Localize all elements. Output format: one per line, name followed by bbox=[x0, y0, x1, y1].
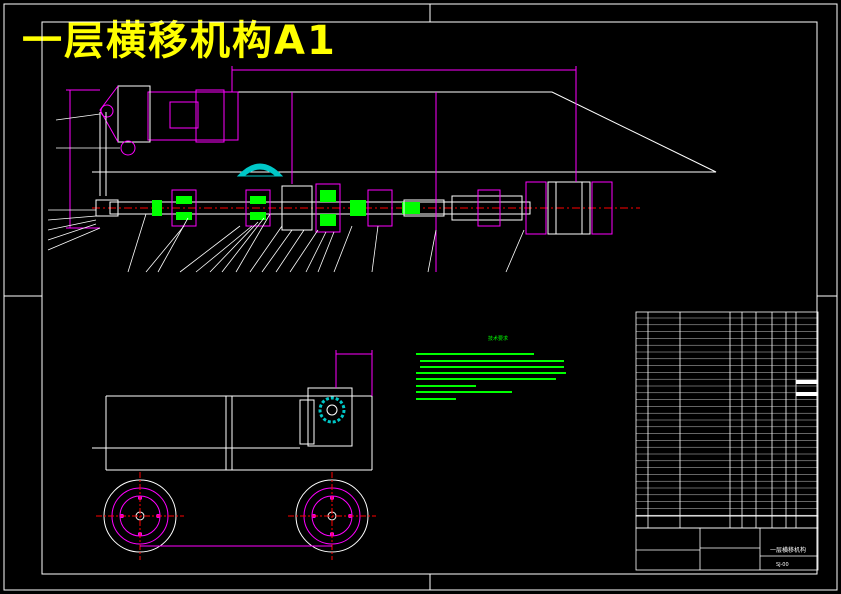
outer-border bbox=[3, 3, 838, 591]
part-leader-lines bbox=[47, 113, 525, 273]
technical-requirements: 技术要求 bbox=[416, 335, 566, 400]
tech-requirements-heading: 技术要求 bbox=[488, 335, 508, 342]
title-block-sheet-name: 一层横移机构 bbox=[770, 546, 806, 554]
parts-list-rows bbox=[636, 317, 818, 516]
main-shaft-assembly bbox=[92, 181, 640, 235]
motor-reducer-assembly bbox=[92, 85, 717, 196]
top-dimensions bbox=[66, 66, 577, 272]
side-view-wheels bbox=[96, 472, 376, 560]
frame-center-marks bbox=[4, 4, 837, 590]
drawing-title: 一层横移机构A1 bbox=[22, 18, 337, 64]
chain-sprocket-gear bbox=[236, 163, 284, 177]
inner-frame bbox=[41, 21, 818, 575]
side-view-sprocket bbox=[318, 396, 346, 424]
side-view-frame bbox=[92, 387, 373, 471]
side-view-dimensions bbox=[140, 350, 373, 547]
title-block bbox=[635, 527, 819, 571]
title-block-drawing-number: SJ-00 bbox=[776, 562, 789, 568]
